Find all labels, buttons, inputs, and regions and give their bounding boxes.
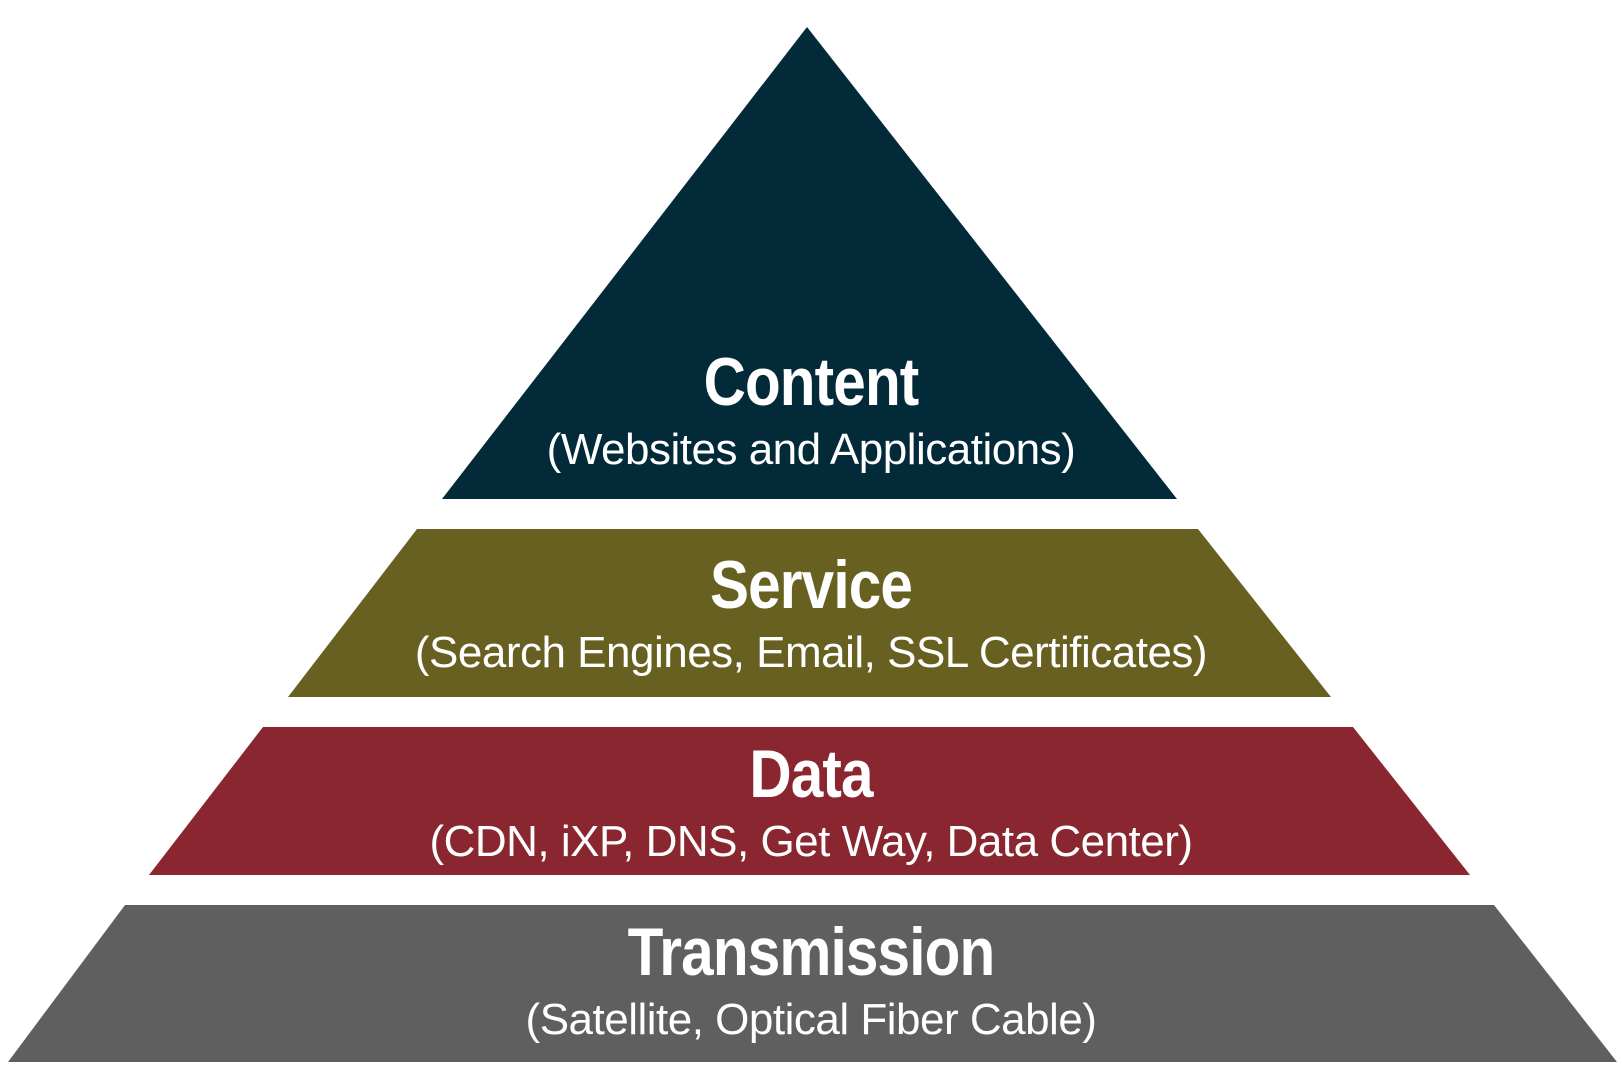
content-layer-subtitle: (Websites and Applications) [546,425,1076,474]
data-layer-shape [149,727,1470,875]
transmission-layer-subtitle: (Satellite, Optical Fiber Cable) [525,995,1097,1044]
transmission-layer-shape [8,905,1617,1062]
data-layer: Data (CDN, iXP, DNS, Get Way, Data Cente… [0,740,1622,864]
service-layer-title: Service [709,547,913,623]
transmission-layer-title: Transmission [627,914,996,990]
service-layer: Service (Search Engines, Email, SSL Cert… [0,551,1622,675]
data-layer-subtitle: (CDN, iXP, DNS, Get Way, Data Center) [429,817,1193,866]
content-layer-title: Content [703,344,920,420]
content-layer-shape [442,27,1177,499]
service-layer-subtitle: (Search Engines, Email, SSL Certificates… [414,628,1208,677]
content-layer: Content (Websites and Applications) [0,348,1622,472]
data-layer-title: Data [749,736,873,812]
transmission-layer: Transmission (Satellite, Optical Fiber C… [0,918,1622,1042]
service-layer-shape [288,529,1331,697]
